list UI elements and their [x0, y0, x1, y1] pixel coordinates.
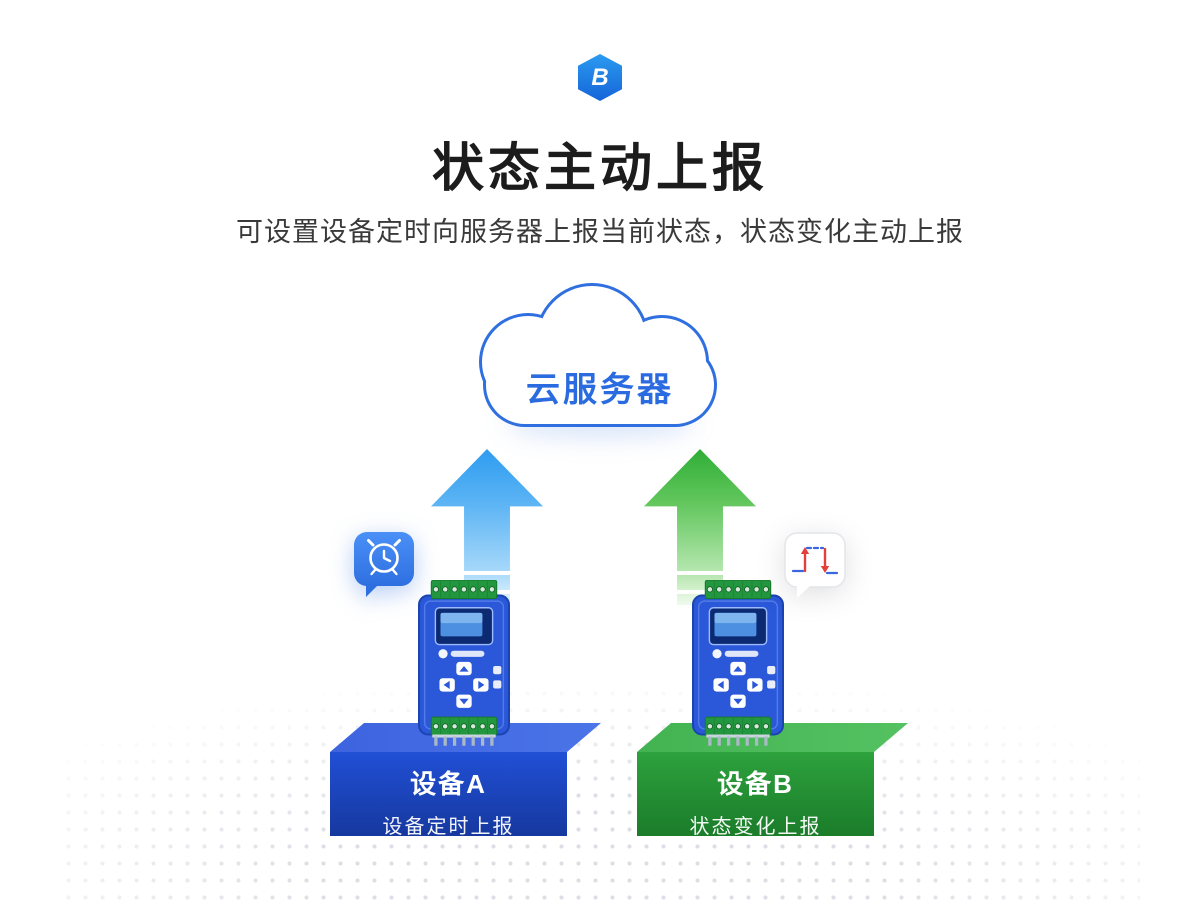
device-b-image	[692, 580, 784, 750]
cloud-server-label: 云服务器	[526, 371, 674, 409]
device-a-image	[418, 580, 510, 750]
up-arrow-green-icon	[644, 449, 756, 571]
alarm-clock-icon	[354, 532, 414, 597]
brand-logo: B	[578, 54, 622, 101]
cloud-icon	[479, 283, 717, 427]
level-change-icon	[784, 532, 846, 598]
platform-b-front: 设备B 状态变化上报	[637, 752, 874, 838]
hexagon-logo-icon: B	[578, 54, 622, 101]
logo-letter: B	[591, 63, 609, 91]
page-title: 状态主动上报	[431, 140, 768, 198]
up-arrow-blue-icon	[431, 449, 543, 571]
device-a-name: 设备A	[410, 769, 487, 799]
device-b-caption: 状态变化上报	[689, 816, 822, 838]
device-a-caption: 设备定时上报	[382, 816, 515, 838]
platform-device-b: 设备B 状态变化上报	[637, 723, 909, 838]
page-subtitle: 可设置设备定时向服务器上报当前状态，状态变化主动上报	[236, 217, 964, 247]
platform-device-a: 设备A 设备定时上报	[330, 723, 602, 838]
device-b-name: 设备B	[717, 769, 794, 799]
platform-a-front: 设备A 设备定时上报	[330, 752, 567, 838]
halftone-floor-pattern	[60, 685, 1140, 901]
